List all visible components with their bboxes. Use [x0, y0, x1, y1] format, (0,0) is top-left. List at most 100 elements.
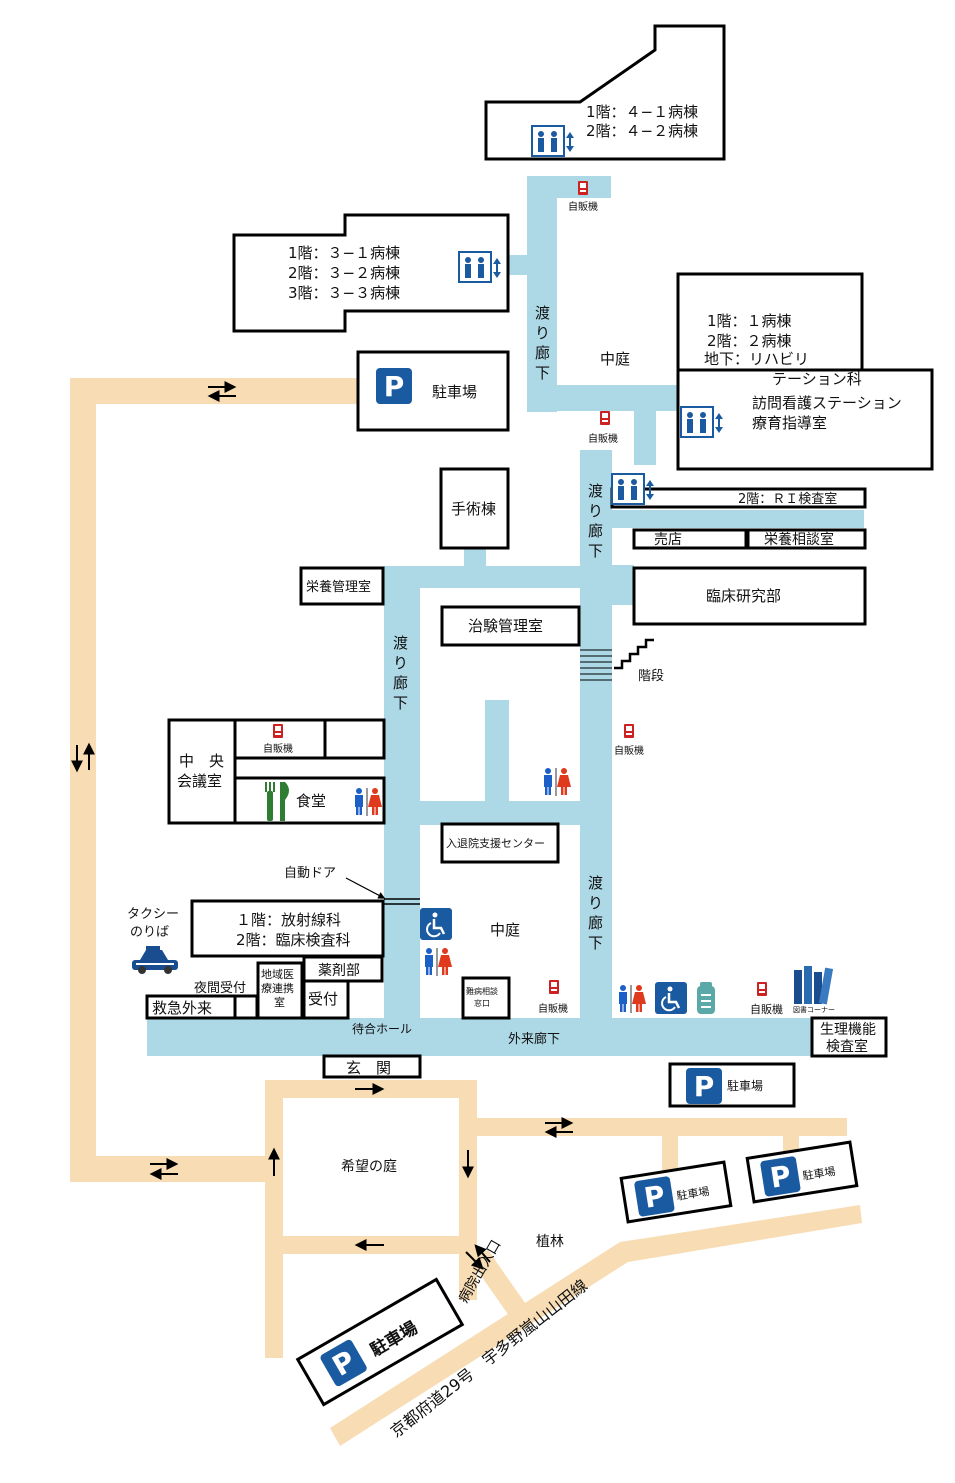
taxi-label: タクシー — [127, 907, 179, 922]
buildings — [145, 24, 934, 1108]
regional-label: 療連携 — [261, 981, 294, 995]
surgery-building — [439, 467, 510, 550]
corridor-char: 渡 — [393, 634, 408, 652]
stairs-label: 階段 — [638, 669, 664, 684]
shop-label: 売店 — [654, 532, 682, 548]
auto-door-label: 自動ドア — [284, 866, 336, 881]
plantation-label: 植林 — [536, 1234, 564, 1250]
nutrition-consult-label: 栄養相談室 — [764, 531, 834, 548]
parking-sign-icon — [686, 1068, 722, 1104]
vending-label: 自販機 — [538, 1002, 568, 1015]
two-way-arrow-icon — [71, 742, 95, 773]
ward1-b1b-label: テーション科 — [772, 370, 862, 388]
stair-lines — [580, 649, 612, 681]
vending-machine-icon — [624, 724, 634, 738]
admission-center-room — [440, 822, 560, 864]
ward3-f3-label: 3階：３−３病棟 — [288, 284, 400, 302]
ward4-f1-label: 1階：４−１病棟 — [586, 103, 698, 121]
corridor-char: 廊 — [588, 914, 603, 932]
corridor-char: 渡 — [588, 874, 603, 892]
trial-mgmt-label: 治験管理室 — [468, 617, 543, 635]
traffic-arrows — [71, 381, 574, 1270]
regional-label: 地域医 — [261, 968, 294, 981]
physio-label: 生理機能 — [820, 1022, 876, 1038]
ri-room-label: 2階：ＲＩ検査室 — [738, 491, 837, 507]
auto-door-pointer — [345, 877, 386, 899]
books-icon — [794, 966, 834, 1005]
corridor-char: 廊 — [588, 522, 603, 540]
two-way-arrow-icon — [207, 381, 237, 402]
clinical-research-label: 臨床研究部 — [706, 587, 781, 605]
pharmacy-label: 薬剤部 — [318, 963, 360, 979]
corridor-char: 廊 — [393, 674, 408, 692]
corridor-char: り — [588, 894, 603, 912]
wheelchair-icon — [653, 980, 689, 1016]
emergency-label: 救急外来 — [152, 999, 212, 1017]
parking-label: 駐車場 — [802, 1164, 837, 1183]
vending-label: 自販機 — [614, 744, 644, 757]
vending-label: 自販機 — [588, 432, 618, 445]
nutrition-mgmt-label: 栄養管理室 — [306, 579, 371, 595]
intractable-room — [461, 976, 511, 1020]
library-label: 図書コーナー — [793, 1005, 835, 1014]
clinical-research-room — [632, 566, 867, 626]
entrance-label: 玄 関 — [346, 1059, 391, 1077]
reception-label: 受付 — [308, 990, 338, 1008]
vending-machine-icon — [578, 181, 588, 195]
parking-label: 駐車場 — [676, 1184, 711, 1203]
entrance-box — [322, 1054, 422, 1079]
conference-label: 会議室 — [177, 772, 222, 790]
two-way-arrow-icon — [149, 1158, 179, 1180]
waiting-hall-label: 待合ホール — [352, 1021, 412, 1036]
parking-sign-icon — [633, 1175, 676, 1218]
icons — [132, 125, 834, 1016]
radiology-room — [190, 899, 385, 958]
vending-label: 自販機 — [750, 1002, 783, 1016]
corridor-char: 下 — [535, 364, 550, 382]
radiology-label: 2階：臨床検査科 — [236, 931, 351, 949]
courtyard-label: 中庭 — [600, 350, 630, 368]
radiology-label: １階：放射線科 — [236, 911, 341, 929]
regional-label: 室 — [274, 995, 285, 1009]
vending-machine-icon — [549, 980, 559, 994]
cafeteria-label: 食堂 — [296, 792, 326, 810]
corridor-char: り — [393, 654, 408, 672]
two-way-arrow-icon — [465, 1244, 491, 1270]
shop-room — [632, 528, 748, 550]
parking-sign-icon — [376, 368, 412, 404]
trial-mgmt-room — [440, 605, 581, 647]
night-reception-room — [233, 994, 259, 1020]
ward1-b1-label: 地下：リハビリ — [704, 350, 809, 368]
restroom-icon — [543, 767, 572, 797]
nutrition-mgmt-room — [299, 566, 385, 606]
vending-machine-icon — [757, 982, 767, 996]
garden-area — [283, 1098, 459, 1236]
vending-label: 自販機 — [568, 200, 598, 213]
two-way-arrow-icon — [544, 1117, 574, 1138]
taxi-label: のりば — [130, 925, 169, 940]
rehab-guidance-label: 療育指導室 — [752, 414, 827, 432]
night-reception-label: 夜間受付 — [194, 981, 246, 996]
corridor-char: 渡 — [588, 482, 603, 500]
surgery-label: 手術棟 — [451, 500, 496, 518]
courtyard-label: 中庭 — [490, 921, 520, 939]
nutrition-consult-room — [746, 528, 867, 550]
stairs-icon — [614, 638, 654, 670]
restroom-icon — [618, 984, 647, 1014]
corridor-char: 下 — [588, 934, 603, 952]
auto-door-line — [384, 898, 420, 905]
intractable-label: 難病相談 — [466, 986, 498, 996]
outpatient-corridor-label: 外来廊下 — [508, 1031, 560, 1047]
corridor-char: り — [588, 502, 603, 520]
corridor-char: 下 — [393, 694, 408, 712]
garden-label: 希望の庭 — [341, 1158, 397, 1175]
corridor-char: 渡 — [535, 304, 550, 322]
vending-machine-icon — [273, 724, 283, 738]
home-nursing-building — [676, 368, 934, 471]
vending-machine-icon — [600, 411, 610, 425]
conference-label: 中 央 — [179, 752, 224, 770]
ward3-f1-label: 1階：３−１病棟 — [288, 244, 400, 262]
parking-label: 駐車場 — [432, 383, 477, 401]
regional-room — [256, 961, 304, 1020]
